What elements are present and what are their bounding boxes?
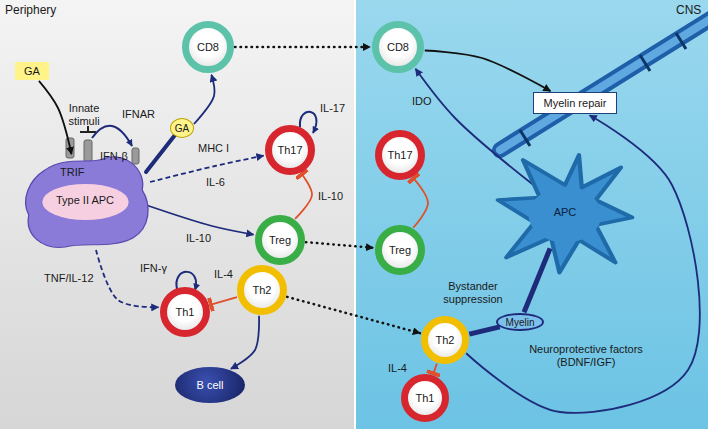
edge-label: IL-4 xyxy=(388,362,407,375)
myelin-node: Myelin xyxy=(496,313,544,331)
connector xyxy=(96,250,158,307)
node-text: Type II APC xyxy=(56,194,114,207)
connector xyxy=(469,327,499,334)
text-label: Innate stimuli xyxy=(58,102,110,128)
node-text: Th17 xyxy=(277,144,302,157)
node-text: Th2 xyxy=(253,284,272,297)
cell-circle: Th17 xyxy=(375,130,425,180)
text-label: IL-17 xyxy=(320,102,345,115)
periphery-panel xyxy=(0,0,354,429)
node-text: CD8 xyxy=(387,41,409,54)
connector xyxy=(235,46,370,49)
text-label: Periphery xyxy=(5,4,56,17)
connector xyxy=(466,115,700,413)
inhibition-connector xyxy=(413,178,428,227)
node-text: B cell xyxy=(197,379,224,392)
connector xyxy=(416,69,533,185)
node-text: Th1 xyxy=(416,392,435,405)
blob-node: Type II APC xyxy=(18,150,153,250)
cell-circle: Th1 xyxy=(401,374,449,422)
cell-circle: Th2 xyxy=(237,265,287,315)
cell-circle: CD8 xyxy=(372,21,424,73)
apc-arms xyxy=(498,155,632,273)
edge-label: IDO xyxy=(412,95,432,108)
cell-circle: Treg xyxy=(255,215,305,265)
cell-circle: Th17 xyxy=(265,125,315,175)
connector xyxy=(306,242,373,248)
apc-core xyxy=(529,187,602,242)
cell-circle: Th2 xyxy=(421,316,469,364)
dot-node: GA xyxy=(170,118,194,138)
edge-label: IL-10 xyxy=(318,190,343,203)
edge-label: IL-4 xyxy=(214,268,233,281)
node-text: APC xyxy=(554,206,577,219)
connector xyxy=(524,248,550,312)
connector xyxy=(287,297,420,333)
node-text: Th2 xyxy=(436,334,455,347)
connector xyxy=(425,51,551,92)
cell-circle: Treg xyxy=(375,225,425,275)
connector xyxy=(39,81,72,154)
node-text: Myelin xyxy=(506,316,535,329)
box-node: Myelin repair xyxy=(533,92,617,114)
inhibition-connector xyxy=(295,174,312,219)
node-text: GA xyxy=(24,65,40,78)
rect-node: GA xyxy=(15,62,49,80)
text-label: MHC I xyxy=(198,142,229,155)
edge-label: IL-10 xyxy=(186,232,211,245)
bcell-node: B cell xyxy=(175,367,245,403)
text-label: Neuroprotective factors (BDNF/IGF) xyxy=(520,343,652,369)
ifnar-receptor xyxy=(132,148,139,164)
connector xyxy=(231,316,259,369)
text-label: TRIF xyxy=(60,166,84,179)
connector xyxy=(194,75,214,124)
connector xyxy=(146,205,254,235)
node-text: Th17 xyxy=(387,149,412,162)
node-text: Th1 xyxy=(176,306,195,319)
inhibition-connector xyxy=(433,364,436,374)
cell-circle: CD8 xyxy=(182,21,234,73)
node-text: Treg xyxy=(389,244,411,257)
node-text: Myelin repair xyxy=(544,97,607,110)
mhc-stalk xyxy=(146,135,175,172)
inhibition-connector xyxy=(211,297,237,304)
text-label: CNS xyxy=(676,4,701,17)
ifn-beta-arrow xyxy=(92,126,132,146)
edge-label: TNF/IL-12 xyxy=(44,272,94,285)
cns-panel xyxy=(356,0,708,429)
node-text: Treg xyxy=(269,234,291,247)
star-node: APC xyxy=(495,150,635,275)
text-label: IFN-γ xyxy=(140,262,167,275)
innate-receptor xyxy=(84,140,92,162)
text-label: Bystander suppression xyxy=(436,280,510,306)
apc-body xyxy=(25,157,147,248)
text-label: IFN-β xyxy=(100,150,128,163)
panel-divider xyxy=(354,0,356,429)
node-text: CD8 xyxy=(197,41,219,54)
edge-label: IL-6 xyxy=(206,176,225,189)
axon xyxy=(500,18,708,150)
node-text: GA xyxy=(175,122,189,135)
apc-nucleus xyxy=(42,184,128,220)
text-label: IFNAR xyxy=(122,108,155,121)
cell-circle: Th1 xyxy=(160,287,210,337)
